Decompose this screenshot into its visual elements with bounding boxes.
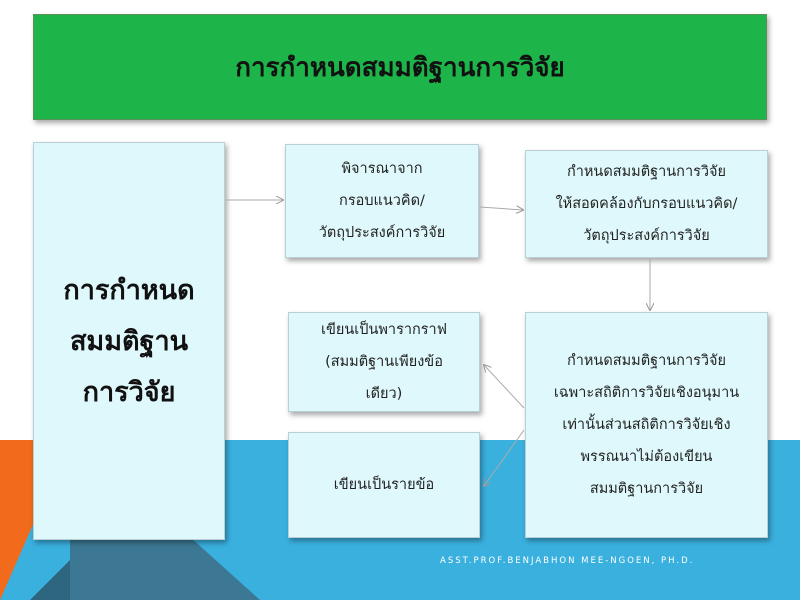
main-topic-box: การกำหนด สมมติฐาน การวิจัย (33, 142, 225, 540)
arrow-inferential-to-items (484, 429, 525, 486)
inferential-statistics-box: กำหนดสมมติฐานการวิจัย เฉพาะสถิติการวิจัย… (525, 312, 768, 538)
paragraph-form-box: เขียนเป็นพารากราฟ (สมมติฐานเพียงข้อ เดีย… (288, 312, 480, 412)
diagram-title: การกำหนดสมมติฐานการวิจัย (235, 52, 565, 83)
inferential-statistics-text: กำหนดสมมติฐานการวิจัย เฉพาะสถิติการวิจัย… (553, 353, 740, 497)
paragraph-form-text: เขียนเป็นพารากราฟ (สมมติฐานเพียงข้อ เดีย… (321, 322, 447, 402)
arrow-inferential-to-paragraph (484, 365, 525, 409)
itemized-form-box: เขียนเป็นรายข้อ (288, 432, 480, 538)
main-topic-text: การกำหนด สมมติฐาน การวิจัย (63, 274, 195, 408)
align-hypothesis-box: กำหนดสมมติฐานการวิจัย ให้สอดคล้องกับกรอบ… (525, 150, 768, 258)
title-bar: การกำหนดสมมติฐานการวิจัย (33, 14, 767, 120)
itemized-form-text: เขียนเป็นรายข้อ (333, 477, 435, 493)
author-footer: ASST.PROF.BENJABHON MEE-NGOEN, PH.D. (440, 556, 695, 566)
align-hypothesis-text: กำหนดสมมติฐานการวิจัย ให้สอดคล้องกับกรอบ… (555, 164, 738, 244)
arrow-consider-to-align (479, 207, 523, 210)
consider-framework-text: พิจารณาจาก กรอบแนวคิด/ วัตถุประสงค์การวิ… (318, 161, 446, 241)
consider-framework-box: พิจารณาจาก กรอบแนวคิด/ วัตถุประสงค์การวิ… (285, 144, 479, 258)
